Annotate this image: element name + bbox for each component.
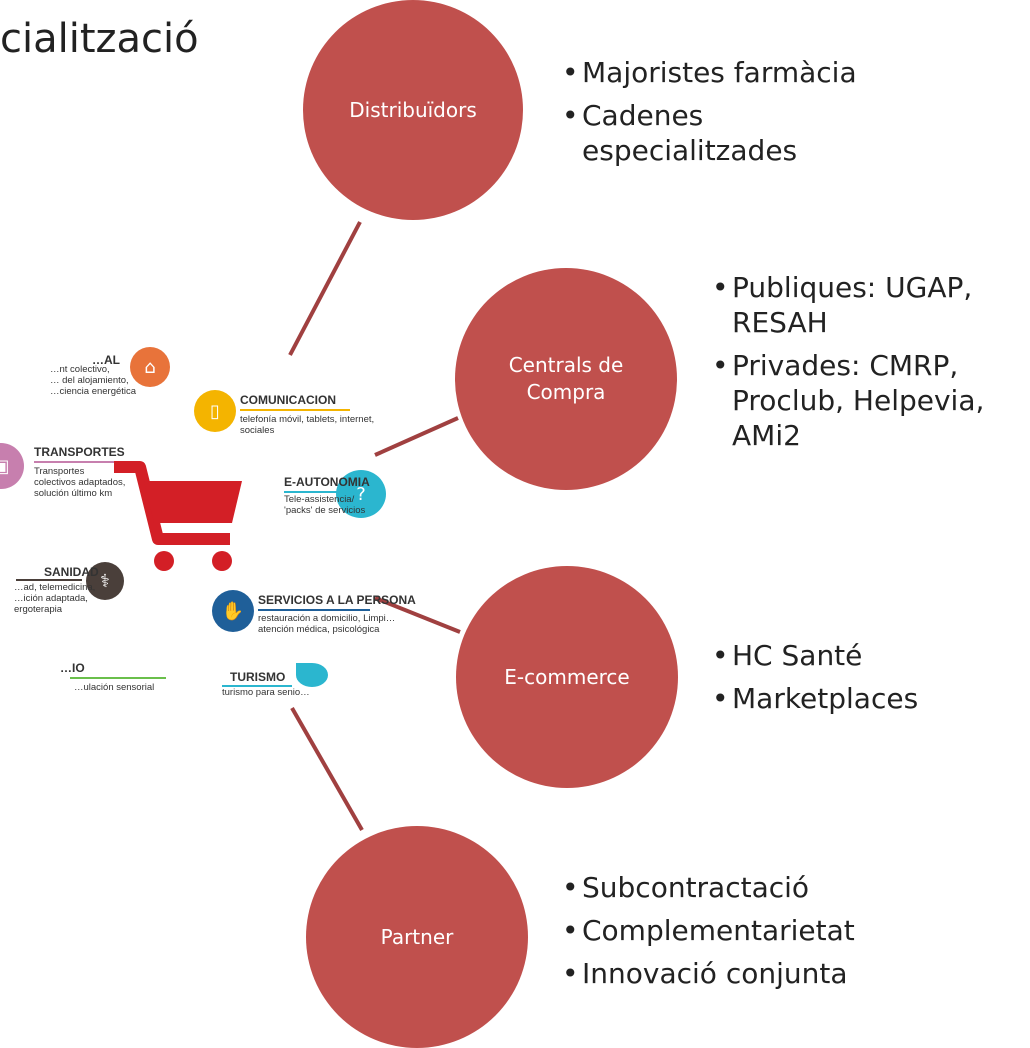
- segment-heading: …IO: [60, 661, 85, 675]
- house-icon: ⌂: [130, 347, 170, 387]
- phone-icon: ?: [336, 470, 386, 518]
- segment-heading: TURISMO: [230, 670, 286, 684]
- connector-centrals: [374, 416, 459, 457]
- hand-icon: ✋: [212, 590, 254, 632]
- segment-heading: COMUNICACION: [240, 393, 336, 407]
- segment-text: turismo para senio…: [222, 687, 310, 698]
- node-label: Distribuïdors: [349, 97, 477, 122]
- connector-partner: [290, 707, 364, 831]
- tablet-icon: ▯: [194, 390, 236, 432]
- bullet-item: Majoristes farmàcia: [562, 55, 942, 90]
- bullets-ecommerce: HC Santé Marketplaces: [712, 638, 1012, 724]
- bullet-item: HC Santé: [712, 638, 1012, 673]
- bullets-distribuidors: Majoristes farmàcia Cadenes especialitza…: [562, 55, 942, 176]
- bullet-item: Subcontractació: [562, 870, 1002, 905]
- bullets-centrals: Publiques: UGAP, RESAH Privades: CMRP, P…: [712, 270, 1027, 461]
- connector-distribuidors: [288, 221, 362, 356]
- segment-text: …ad, telemedicina, …ición adaptada, ergo…: [14, 582, 96, 615]
- segment-text: telefonía móvil, tablets, internet, soci…: [240, 414, 375, 436]
- segment-heading: E-AUTONOMIA: [284, 475, 370, 489]
- shopping-cart-icon: [114, 461, 242, 571]
- services-infographic: ⌂ …AL …nt colectivo, … del alojamiento, …: [0, 335, 416, 735]
- slide-title: cialització: [0, 16, 199, 62]
- bullet-item: Complementarietat: [562, 913, 1002, 948]
- segment-heading: TRANSPORTES: [34, 445, 125, 459]
- bullet-item: Cadenes especialitzades: [562, 98, 862, 168]
- bullet-item: Innovació conjunta: [562, 956, 1002, 991]
- node-label: Centrals de Compra: [508, 353, 624, 404]
- bullet-item: Marketplaces: [712, 681, 1012, 716]
- segment-heading: SANIDAD: [44, 565, 99, 579]
- segment-text: …ulación sensorial: [74, 682, 155, 693]
- segment-heading: …AL: [92, 353, 120, 367]
- bullet-item: Privades: CMRP, Proclub, Helpevia, AMi2: [712, 348, 1027, 453]
- node-distribuidors: Distribuïdors: [303, 0, 523, 220]
- bus-icon: ▣: [0, 443, 24, 489]
- caduceus-icon: ⚕: [86, 562, 124, 600]
- segment-text: …nt colectivo, … del alojamiento, …cienc…: [50, 364, 137, 397]
- plane-icon: [296, 663, 328, 687]
- node-label: Partner: [380, 924, 454, 949]
- segment-text: Transportes colectivos adaptados, soluci…: [34, 466, 126, 499]
- bullet-item: Publiques: UGAP, RESAH: [712, 270, 1027, 340]
- node-centrals: Centrals de Compra: [455, 268, 677, 490]
- node-label: E-commerce: [504, 664, 630, 689]
- node-partner: Partner: [306, 826, 528, 1048]
- segment-text: restauración a domicilio, Limpi… atenció…: [258, 613, 396, 635]
- connector-ecommerce: [374, 596, 461, 634]
- bullets-partner: Subcontractació Complementarietat Innova…: [562, 870, 1002, 999]
- segment-text: Tele-assistencia/ 'packs' de servicios: [284, 494, 366, 516]
- node-ecommerce: E-commerce: [456, 566, 678, 788]
- segment-heading: SERVICIOS A LA PERSONA: [258, 593, 416, 607]
